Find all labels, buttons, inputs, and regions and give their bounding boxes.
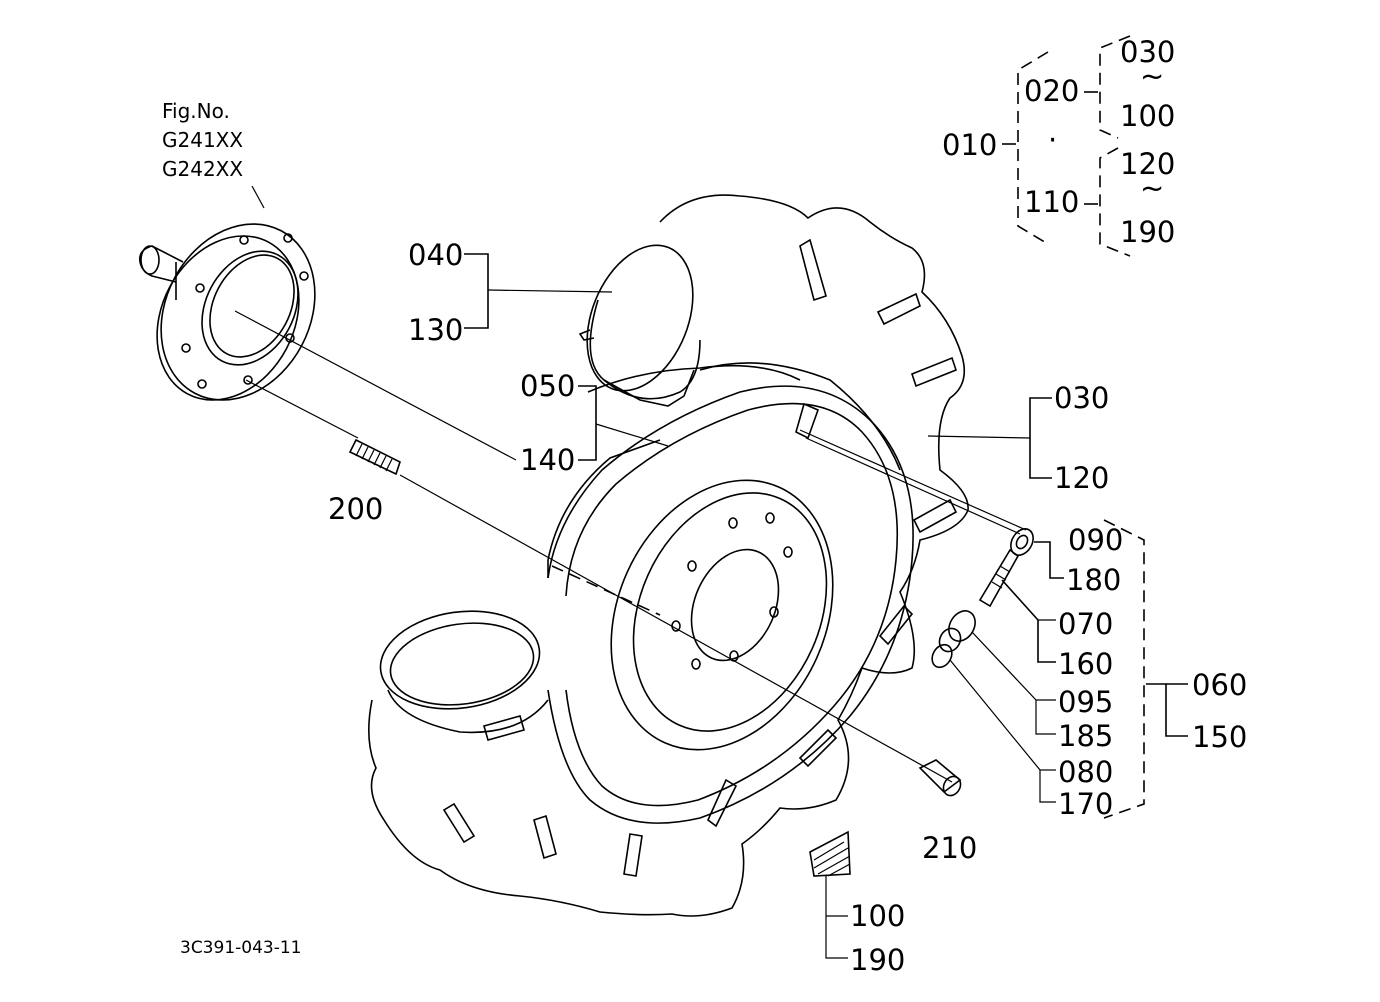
key-b-from: 120 bbox=[1120, 147, 1175, 181]
callout-030: 030 bbox=[1054, 381, 1109, 415]
callout-180: 180 bbox=[1066, 563, 1121, 597]
key-b-sym: ~ bbox=[1140, 171, 1164, 205]
wheel-body bbox=[368, 194, 969, 917]
callout-070: 070 bbox=[1058, 607, 1113, 641]
callout-095: 095 bbox=[1058, 685, 1113, 719]
callout-040: 040 bbox=[408, 238, 463, 272]
callout-100: 100 bbox=[850, 899, 905, 933]
callout-160: 160 bbox=[1058, 647, 1113, 681]
callout-090: 090 bbox=[1068, 523, 1123, 557]
key-group-b: 110 bbox=[1024, 185, 1079, 219]
fig-code-2: G242XX bbox=[162, 157, 243, 181]
label-plate bbox=[809, 830, 851, 877]
hub-flange bbox=[138, 223, 316, 401]
callout-185: 185 bbox=[1058, 719, 1113, 753]
key-a-to: 100 bbox=[1120, 99, 1175, 133]
key-root: 010 bbox=[942, 128, 997, 162]
key-separator: · bbox=[1048, 123, 1057, 157]
key-b-to: 190 bbox=[1120, 215, 1175, 249]
callouts: 040 130 050 140 030 120 200 090 180 070 … bbox=[328, 238, 1247, 977]
fig-code-1: G241XX bbox=[162, 128, 243, 152]
stud-bolt bbox=[348, 438, 401, 476]
fig-no-label: Fig.No. bbox=[162, 99, 230, 123]
leader-lines bbox=[234, 185, 1188, 959]
callout-150: 150 bbox=[1192, 720, 1247, 754]
callout-060: 060 bbox=[1192, 668, 1247, 702]
callout-050: 050 bbox=[520, 369, 575, 403]
callout-210: 210 bbox=[922, 831, 977, 865]
figure-info: Fig.No. G241XX G242XX 3C391-043-11 bbox=[162, 99, 301, 958]
callout-130: 130 bbox=[408, 313, 463, 347]
key-a-sym: ~ bbox=[1140, 59, 1164, 93]
lug-slot bbox=[799, 238, 827, 302]
callout-140: 140 bbox=[520, 443, 575, 477]
callout-080: 080 bbox=[1058, 755, 1113, 789]
assembly-key-lines bbox=[1002, 35, 1131, 257]
callout-190: 190 bbox=[850, 943, 905, 977]
callout-120: 120 bbox=[1054, 461, 1109, 495]
key-a-from: 030 bbox=[1120, 35, 1175, 69]
callout-200: 200 bbox=[328, 492, 383, 526]
key-group-a: 020 bbox=[1024, 74, 1079, 108]
drawing-code: 3C391-043-11 bbox=[180, 938, 301, 958]
assembly-key: 010 020 030 ~ 100 · 110 120 ~ 190 bbox=[942, 35, 1175, 249]
callout-170: 170 bbox=[1058, 787, 1113, 821]
valve-parts bbox=[809, 528, 1034, 877]
